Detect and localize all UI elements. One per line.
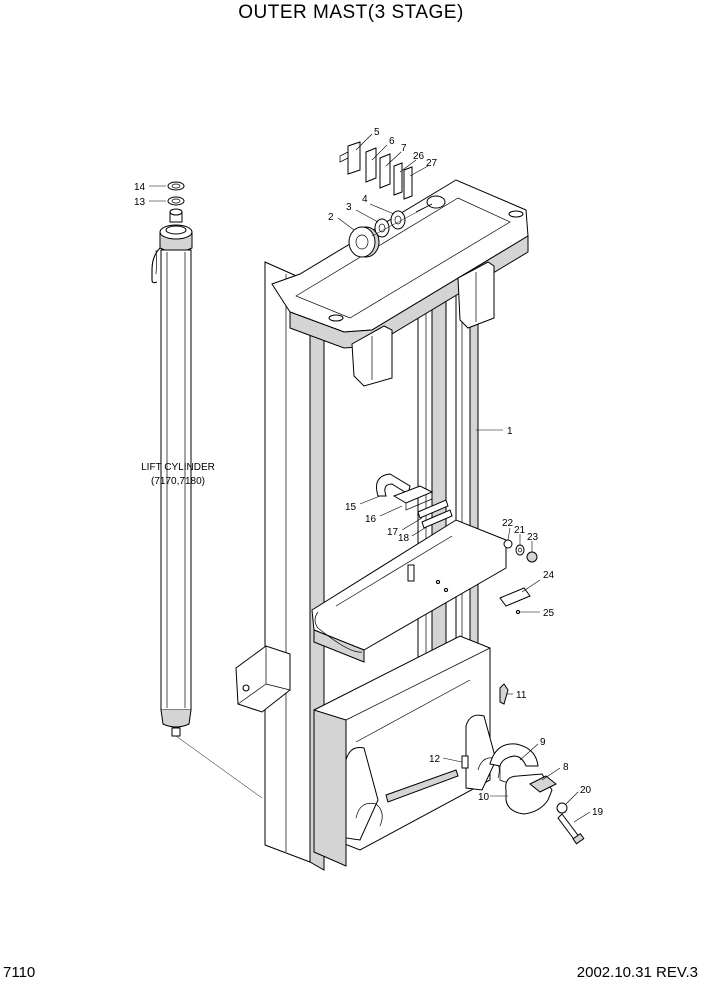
rivet-part-25	[515, 609, 521, 615]
nut-part-22	[503, 539, 513, 549]
callout-2: 2	[328, 212, 334, 223]
callout-21: 21	[514, 525, 526, 536]
callout-1: 1	[507, 426, 513, 437]
callout-4: 4	[362, 194, 368, 205]
assembly-guide-line	[175, 735, 263, 799]
callout-24: 24	[543, 570, 555, 581]
callout-23: 23	[527, 532, 539, 543]
callout-26: 26	[413, 151, 425, 162]
cap-part-8	[505, 773, 557, 815]
callout-14: 14	[134, 182, 146, 193]
plate-part-18	[421, 509, 453, 529]
bearing-part-2	[348, 226, 380, 258]
callout-16: 16	[365, 514, 377, 525]
bushing-part-9	[489, 743, 539, 784]
callout-25: 25	[543, 608, 555, 619]
chain-bracket	[235, 645, 291, 713]
washer-part-21	[515, 544, 525, 556]
callout-18: 18	[398, 533, 410, 544]
nut-part-23	[526, 551, 538, 563]
page-number: 7110	[3, 964, 36, 981]
callout-7: 7	[401, 143, 407, 154]
callout-19: 19	[592, 807, 604, 818]
pin-part-12	[461, 755, 469, 769]
lift-cylinder-ref: (7170,7180)	[151, 476, 205, 487]
nameplate-part-24	[499, 587, 531, 607]
callout-9: 9	[540, 737, 546, 748]
callout-labels: 5 6 7 26 27 4 3 2 14 13 1 15 16 17 18 22…	[134, 127, 604, 818]
callout-22: 22	[502, 518, 514, 529]
shim-part-27	[403, 166, 413, 200]
callout-3: 3	[346, 202, 352, 213]
revision-date: 2002.10.31 REV.3	[576, 964, 698, 981]
washer-part-20	[556, 802, 568, 814]
callout-17: 17	[387, 527, 399, 538]
callout-10: 10	[478, 792, 490, 803]
callout-6: 6	[389, 136, 395, 147]
ring-part-13	[167, 196, 185, 206]
bracket-part-5	[347, 141, 361, 175]
grease-nipple-part-11	[499, 683, 509, 705]
plate-part-17	[417, 499, 449, 519]
callout-13: 13	[134, 197, 146, 208]
callout-15: 15	[345, 502, 357, 513]
page-title: OUTER MAST(3 STAGE)	[238, 2, 464, 23]
callout-5: 5	[374, 127, 380, 138]
callout-12: 12	[429, 754, 441, 765]
ring-part-14	[167, 181, 185, 191]
callout-11: 11	[516, 690, 527, 701]
callout-20: 20	[580, 785, 592, 796]
bolt-part-19	[557, 813, 585, 845]
shim-part-6	[365, 147, 377, 183]
shim-part-26	[393, 162, 403, 196]
callout-8: 8	[563, 762, 569, 773]
shim-part-7	[379, 153, 391, 189]
lift-cylinder-label: LIFT CYLINDER	[141, 462, 215, 473]
leader-lines	[149, 133, 591, 823]
lift-cylinder	[151, 181, 263, 799]
washer-part-4	[390, 210, 406, 230]
callout-27: 27	[426, 158, 438, 169]
outer-mast-frame	[264, 179, 529, 871]
